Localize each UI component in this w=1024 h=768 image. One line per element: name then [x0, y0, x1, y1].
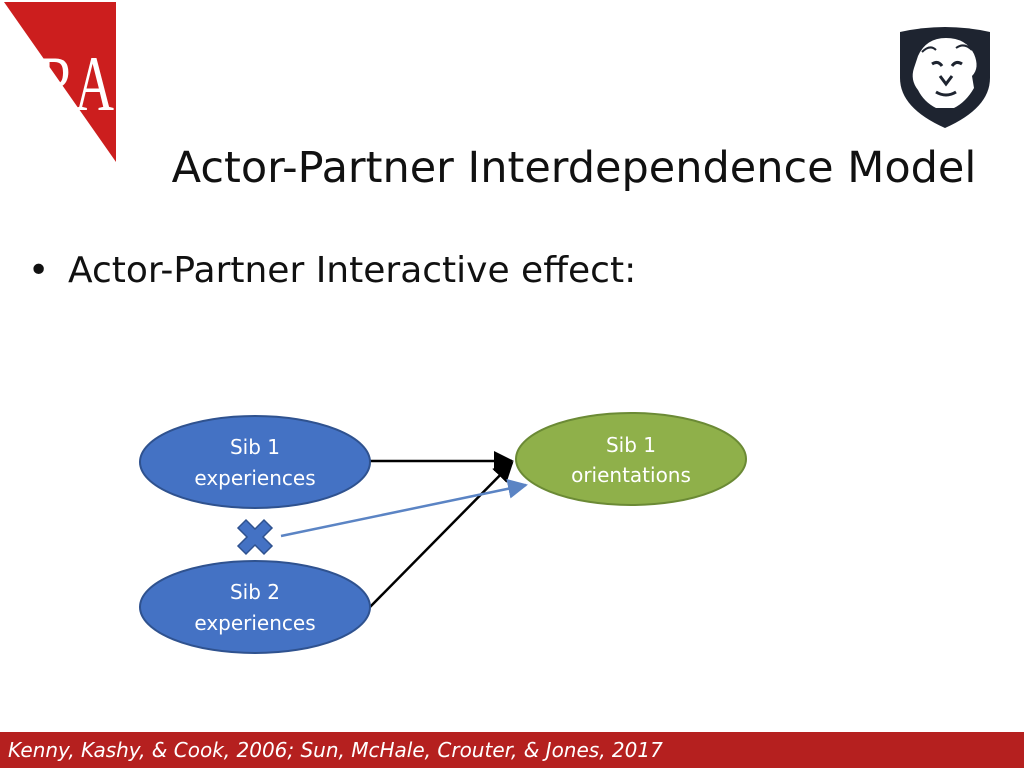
citation-bar: Kenny, Kashy, & Cook, 2006; Sun, McHale,…	[0, 732, 1024, 768]
sra-logo: SRA	[4, 2, 116, 162]
bullet-item: • Actor-Partner Interactive effect:	[28, 250, 636, 291]
node-sib1-experiences-line2: experiences	[194, 466, 315, 490]
node-sib2-experiences: Sib 2 experiences	[139, 560, 371, 654]
slide-title: Actor-Partner Interdependence Model	[171, 143, 977, 193]
lion-shield-icon	[900, 27, 990, 128]
node-sib2-experiences-line1: Sib 2	[230, 580, 280, 604]
citation-text: Kenny, Kashy, & Cook, 2006; Sun, McHale,…	[8, 738, 663, 762]
node-sib2-experiences-line2: experiences	[194, 611, 315, 635]
node-sib1-orientations: Sib 1 orientations	[515, 412, 747, 506]
bullet-text: Actor-Partner Interactive effect:	[68, 250, 637, 291]
node-sib1-experiences: Sib 1 experiences	[139, 415, 371, 509]
node-sib1-experiences-line1: Sib 1	[230, 435, 280, 459]
edge-sib2-to-orientations	[369, 461, 514, 608]
edge-interaction-to-orientations	[280, 478, 528, 538]
node-sib1-orientations-line2: orientations	[571, 463, 691, 487]
sra-logo-banner	[4, 2, 116, 162]
sra-logo-text: SRA	[8, 40, 114, 127]
node-sib1-orientations-line1: Sib 1	[606, 433, 656, 457]
bullet-dot: •	[28, 250, 50, 291]
multiply-x-icon	[236, 518, 274, 556]
